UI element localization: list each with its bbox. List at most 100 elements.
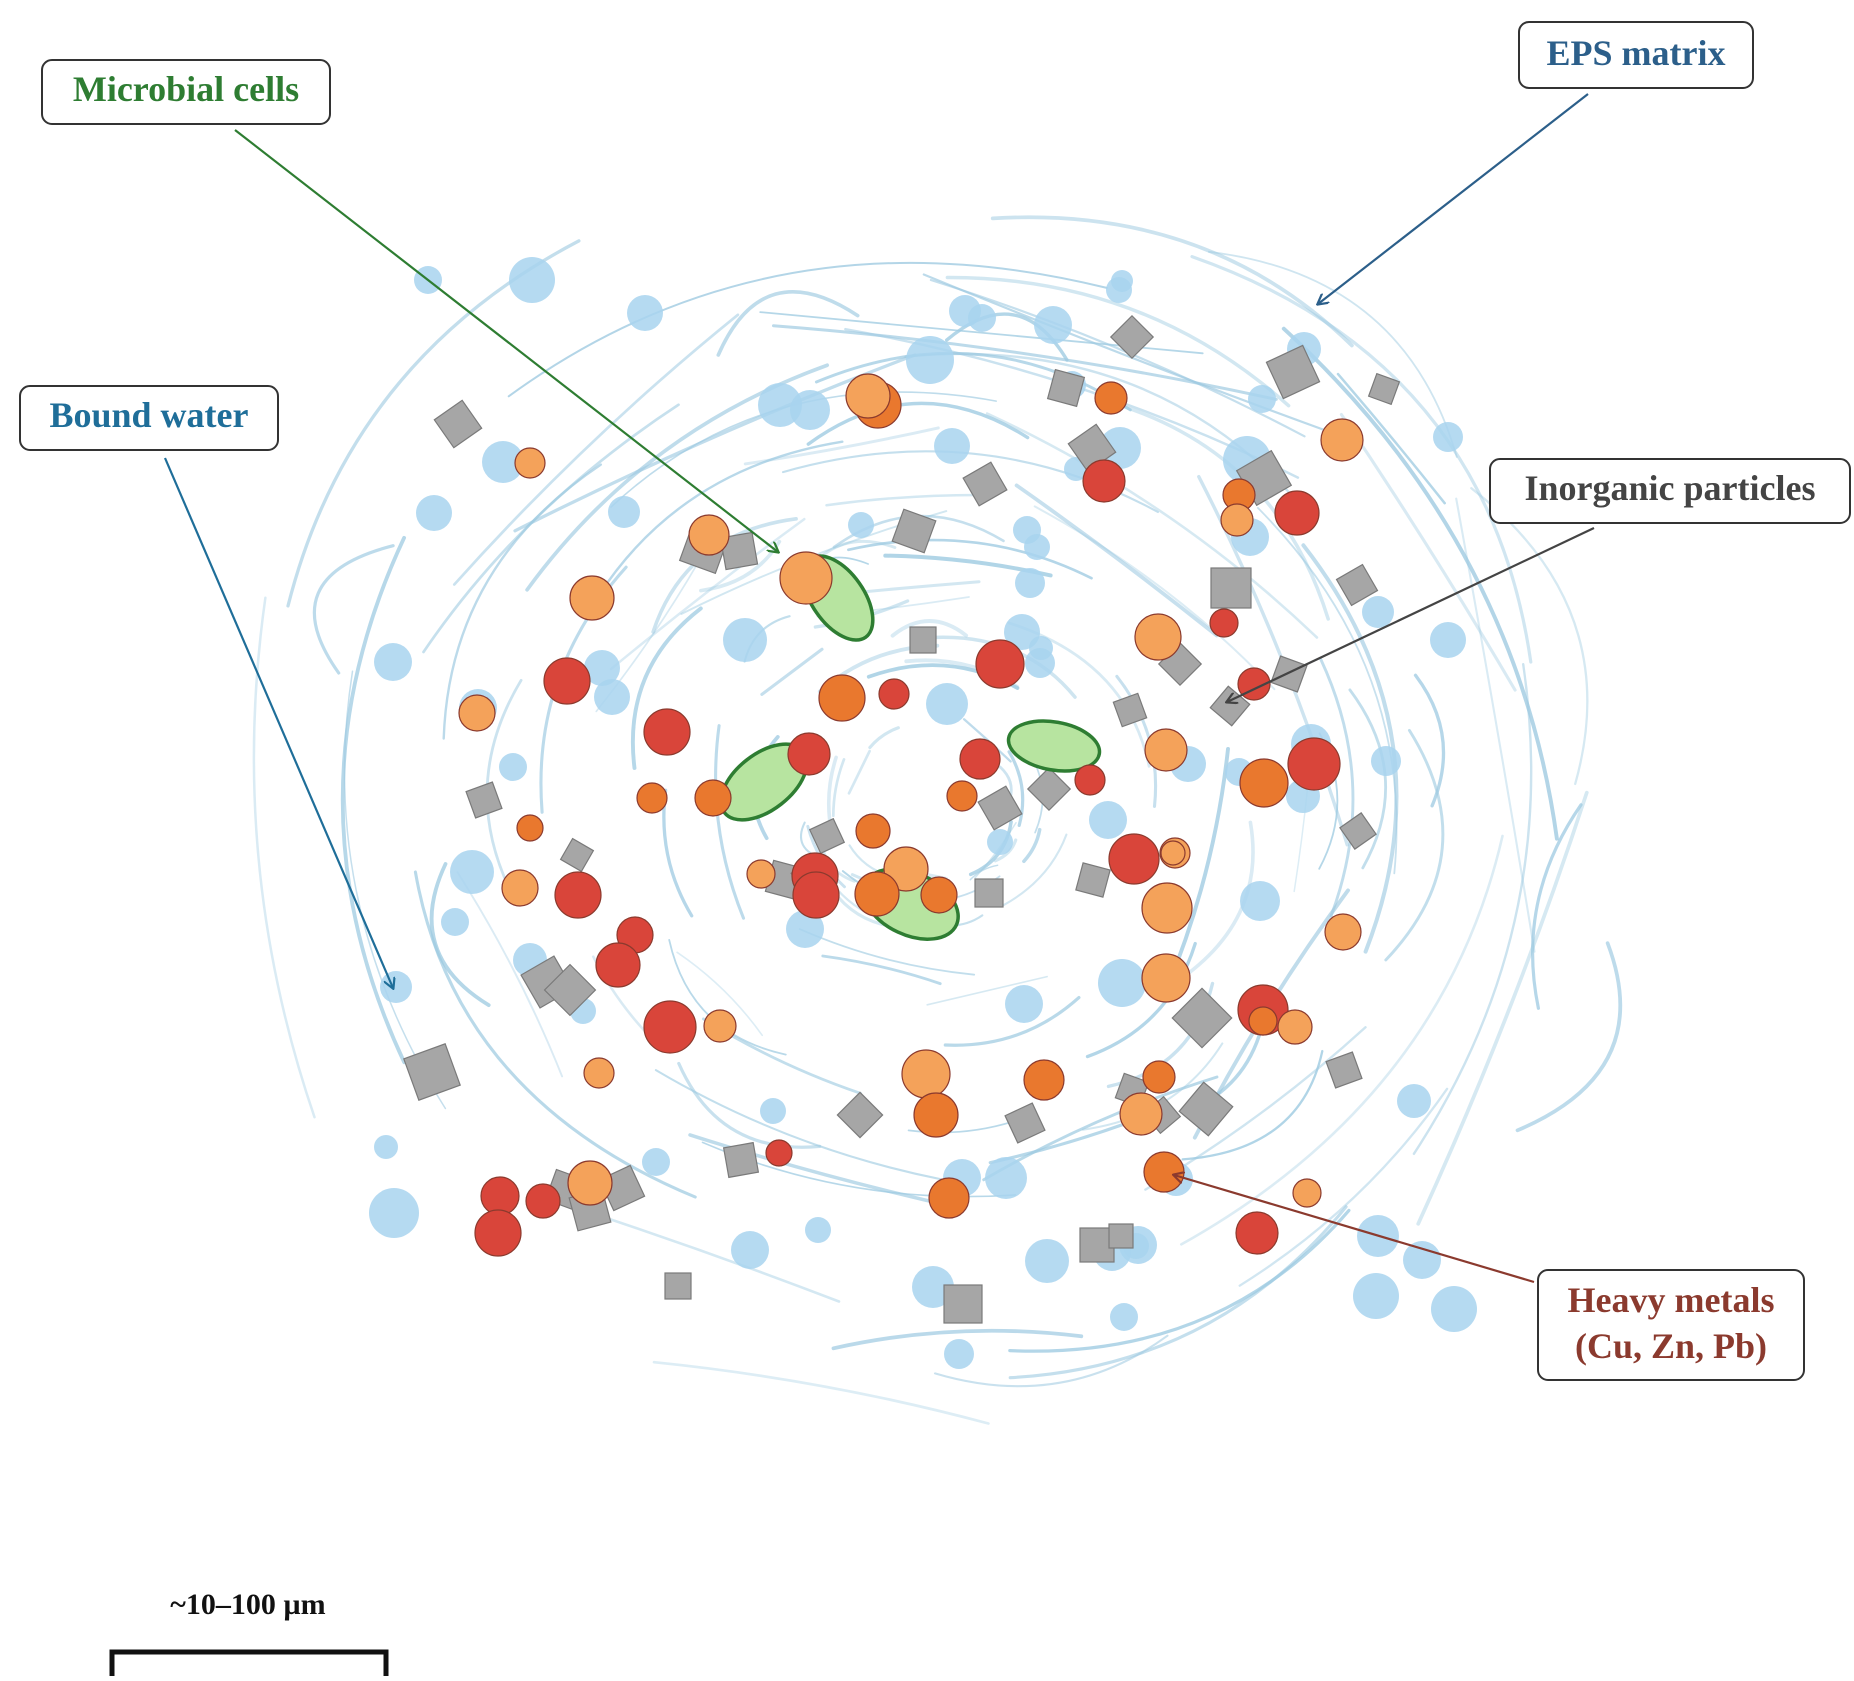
inorganic-particle (1367, 372, 1401, 406)
eps-fiber (760, 647, 824, 696)
heavy-metal-particle (746, 859, 776, 889)
heavy-metal-particle (643, 1000, 697, 1054)
water-droplet (380, 971, 412, 1003)
inorganic-particle (559, 837, 595, 873)
eps-fiber (847, 749, 871, 795)
microbial-cells-arrow (234, 129, 778, 552)
inorganic-particles-label: Inorganic particles (1489, 458, 1851, 524)
eps-fiber (1238, 1087, 1449, 1287)
heavy-metal-particle (946, 780, 978, 812)
water-droplet (608, 496, 640, 528)
water-droplet (1025, 1239, 1069, 1283)
heavy-metal-particle (1235, 1211, 1279, 1255)
heavy-metal-particle (595, 942, 641, 988)
inorganic-particle (1265, 344, 1321, 400)
inorganic-particle (543, 963, 597, 1017)
inorganic-particle (891, 508, 937, 554)
eps-fiber (1412, 663, 1533, 1155)
heavy-metal-particle (1074, 764, 1106, 796)
water-droplet (1034, 306, 1072, 344)
water-droplet (374, 643, 412, 681)
eps-fiber (945, 275, 1291, 408)
heavy-metal-particle (567, 1160, 613, 1206)
eps-fiber (922, 273, 1329, 433)
heavy-metal-particle (1324, 913, 1362, 951)
inorganic-particle (1335, 563, 1379, 607)
eps-fiber (422, 403, 680, 654)
heavy-metal-particle (694, 779, 732, 817)
water-droplet (1005, 985, 1043, 1023)
eps-fiber (662, 788, 694, 918)
eps-fiber (312, 544, 395, 675)
eps-fiber (596, 440, 844, 599)
water-droplet (1098, 959, 1146, 1007)
eps-fiber (772, 324, 1278, 401)
heavy-metal-particle (1160, 840, 1186, 866)
heavy-metals-text-line1: Heavy metals (1568, 1280, 1775, 1320)
heavy-metal-particle (883, 846, 929, 892)
eps-fiber (452, 313, 740, 586)
heavy-metal-particle (636, 782, 668, 814)
eps-fiber (933, 1334, 1169, 1388)
eps-fiber (1007, 750, 1025, 827)
eps-fiber (990, 215, 1354, 348)
water-droplet (987, 829, 1013, 855)
eps-fiber (890, 619, 969, 638)
eps-fiber (1180, 834, 1504, 1246)
water-droplet (944, 1339, 974, 1369)
eps-fiber (969, 864, 999, 881)
bound-water-arrow (163, 457, 393, 988)
water-droplet (1240, 881, 1280, 921)
water-droplet (985, 1157, 1027, 1199)
heavy-metal-particle (583, 1057, 615, 1089)
water-droplet (968, 304, 996, 332)
heavy-metals-label: Heavy metals (Cu, Zn, Pb) (1537, 1269, 1805, 1381)
heavy-metal-particle (779, 551, 833, 605)
heavy-metal-particle (765, 1139, 793, 1167)
water-droplet (1024, 534, 1050, 560)
heavy-metal-particle (474, 1209, 522, 1257)
heavy-metal-particle (688, 514, 730, 556)
eps-fiber (507, 261, 1108, 398)
eps-matrix-label: EPS matrix (1518, 21, 1754, 89)
eps-fiber (1384, 728, 1445, 962)
eps-fiber (340, 535, 407, 1065)
water-droplet (450, 850, 494, 894)
microbial-cells-label: Microbial cells (41, 59, 331, 125)
heavy-metal-particle (878, 678, 910, 710)
water-droplet (1111, 270, 1133, 292)
water-droplet (1397, 1084, 1431, 1118)
eps-fiber (1033, 505, 1276, 691)
water-droplet (1029, 636, 1053, 660)
eps-fiber (1336, 372, 1446, 505)
water-droplet (1004, 614, 1040, 650)
inorganic-particle (1046, 368, 1086, 408)
water-droplet (934, 428, 970, 464)
heavy-metal-particle (458, 694, 496, 732)
inorganic-particle (909, 626, 937, 654)
inorganic-particle (465, 781, 503, 819)
water-droplet (594, 679, 630, 715)
heavy-metal-particle (480, 1176, 520, 1216)
heavy-metal-particle (501, 869, 539, 907)
microbial-cells-text: Microbial cells (73, 69, 299, 109)
heavy-metal-particle (1287, 737, 1341, 791)
heavy-metal-particle (975, 639, 1025, 689)
eps-fiber (1002, 833, 1068, 907)
water-droplet (723, 618, 767, 662)
water-droplet (1403, 1241, 1441, 1279)
eps-fiber (252, 596, 316, 1119)
eps-fiber (831, 758, 846, 818)
water-droplet (1371, 746, 1401, 776)
inorganic-particle (1079, 1227, 1115, 1263)
inorganic-particle (1075, 862, 1111, 898)
heavy-metal-particle (516, 814, 544, 842)
eps-fiber (1022, 827, 1042, 864)
eps-fiber (1515, 941, 1623, 1133)
bound-water-text: Bound water (49, 395, 248, 435)
inorganic-particle (962, 461, 1008, 507)
inorganic-particle (433, 399, 483, 449)
eps-fiber (1008, 1205, 1348, 1380)
eps-fiber (343, 670, 447, 1110)
water-droplet (790, 390, 830, 430)
